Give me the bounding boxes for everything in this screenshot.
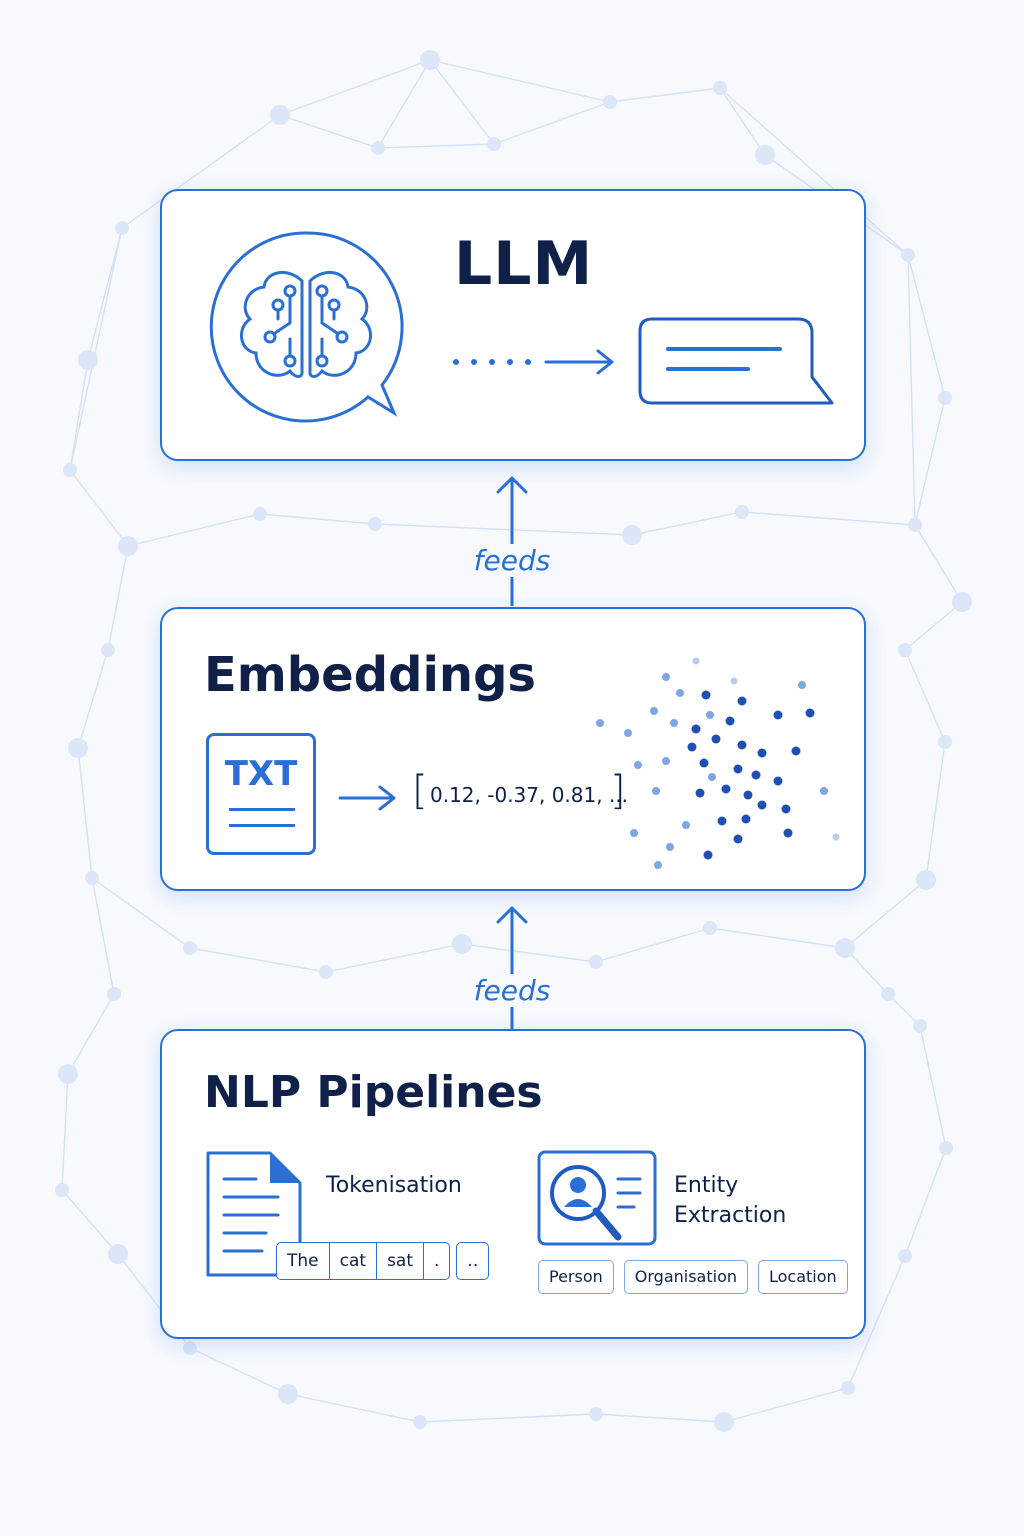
up-arrow-icon [496, 906, 528, 1030]
token-row: The cat sat . .. [276, 1242, 490, 1280]
feeds-label-upper: feeds [462, 544, 562, 577]
token: The [277, 1243, 330, 1279]
embedding-vector: 0.12, -0.37, 0.81, ... [430, 783, 629, 807]
connector-llm-embeddings: feeds [462, 474, 562, 606]
feeds-label-lower: feeds [462, 974, 562, 1007]
token-group: The cat sat . [276, 1242, 451, 1280]
up-arrow-icon [496, 476, 528, 606]
right-arrow-icon [338, 785, 396, 811]
brain-circuit-icon [209, 231, 404, 423]
entity-label-line1: Entity [674, 1173, 739, 1198]
nlp-title: NLP Pipelines [204, 1067, 543, 1118]
vector-bracket-right-icon: ] [610, 768, 626, 814]
entity-tag-person: Person [538, 1260, 614, 1294]
embeddings-card: Embeddings TXT [ 0.12, -0.37, 0.81, ... … [160, 607, 866, 891]
tokenisation-label: Tokenisation [326, 1173, 462, 1198]
llm-card: LLM [160, 189, 866, 461]
llm-title: LLM [454, 229, 594, 299]
token-group: .. [456, 1242, 490, 1280]
token: .. [467, 1251, 479, 1271]
id-card-search-icon [537, 1150, 657, 1246]
connector-embeddings-nlp: feeds [462, 904, 562, 1030]
dotted-arrow-icon [453, 349, 614, 375]
token: . [434, 1251, 440, 1271]
entity-tag-location: Location [758, 1260, 848, 1294]
embedding-scatter-icon [596, 657, 840, 869]
nlp-pipelines-card: NLP Pipelines Tokenisation The cat sat .… [160, 1029, 866, 1339]
token: sat [377, 1243, 425, 1279]
embeddings-title: Embeddings [204, 647, 536, 703]
txt-file-icon: TXT [206, 733, 316, 855]
chat-bubble-icon [638, 317, 834, 405]
vector-bracket-left-icon: [ [412, 768, 428, 814]
txt-file-label: TXT [224, 754, 298, 794]
entity-tag-organisation: Organisation [623, 1260, 748, 1294]
entity-tag-row: Person Organisation Location [538, 1260, 848, 1294]
token: cat [330, 1243, 378, 1279]
entity-label-line2: Extraction [674, 1203, 787, 1228]
